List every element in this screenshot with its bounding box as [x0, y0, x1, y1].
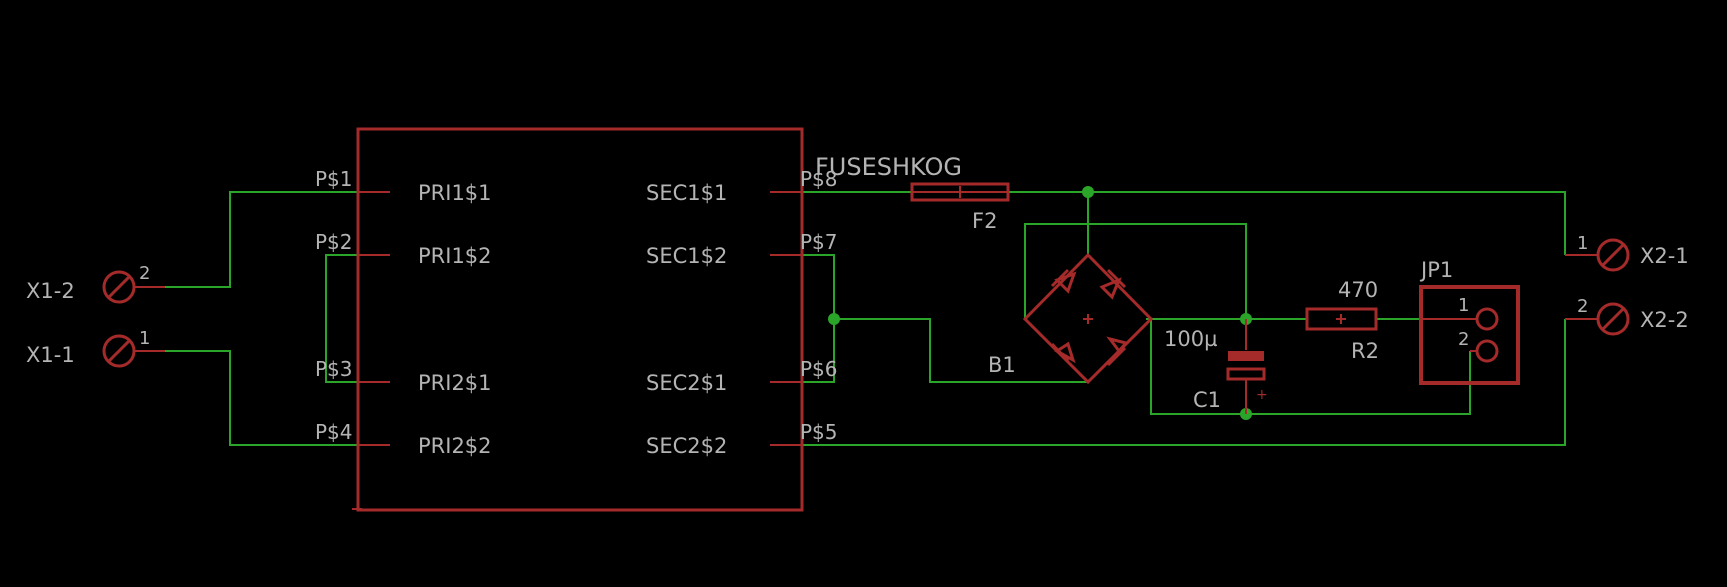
- screw-slot: [1600, 306, 1626, 332]
- pin-label: P$7: [800, 230, 838, 254]
- capacitor-plate: [1228, 351, 1264, 361]
- winding-label: PRI2$2: [418, 434, 492, 458]
- jumper-name: JP1: [1419, 258, 1453, 282]
- screw-slot: [106, 338, 132, 364]
- diode-icon: [1106, 336, 1129, 367]
- winding-label: SEC2$2: [646, 434, 727, 458]
- resistor-value: 470: [1338, 278, 1378, 302]
- pin-label: P$8: [800, 167, 838, 191]
- bridge-name: B1: [988, 353, 1016, 377]
- diode-icon: [1050, 341, 1076, 364]
- screw-terminal-icon: [1596, 238, 1630, 272]
- jumper-jp1[interactable]: JP1 1 2: [1419, 258, 1520, 385]
- net-bridge-left: [1024, 223, 1247, 319]
- net-x1-2: [165, 191, 390, 288]
- bridge-center-mark: [1083, 314, 1093, 324]
- bridge-rectifier-b1[interactable]: B1: [988, 252, 1154, 385]
- winding-label: SEC2$1: [646, 371, 727, 395]
- net-x1-1: [165, 350, 390, 446]
- pin-label: P$3: [315, 357, 353, 381]
- terminal-pin-number: 2: [1577, 296, 1588, 317]
- wires: [165, 191, 1566, 446]
- terminal-x2-1[interactable]: 1 X2-1: [1565, 233, 1689, 272]
- pin-label: P$5: [800, 420, 838, 444]
- terminal-pin-number: 1: [139, 328, 150, 349]
- capacitor-value: 100µ: [1164, 327, 1217, 351]
- capacitor-c1[interactable]: 100µ C1 +: [1164, 319, 1268, 414]
- fuse-name: F2: [972, 209, 997, 233]
- pin-label: P$1: [315, 167, 353, 191]
- net-center-tap-b: [834, 318, 1088, 383]
- winding-label: PRI1$2: [418, 244, 492, 268]
- terminal-pin-number: 2: [139, 263, 150, 284]
- winding-label: PRI1$1: [418, 181, 492, 205]
- terminal-x2-2[interactable]: 2 X2-2: [1565, 296, 1689, 336]
- jumper-pin-icon: [1475, 307, 1499, 331]
- fuse-f2[interactable]: FUSESHKOG F2: [815, 153, 1010, 233]
- capacitor-name: C1: [1193, 388, 1221, 412]
- terminal-label: X2-2: [1640, 308, 1689, 332]
- jumper-body: [1419, 285, 1520, 385]
- transformer[interactable]: P$1 P$2 P$3 P$4 PRI1$1 PRI1$2 PRI2$1 PRI…: [315, 127, 838, 512]
- net-fuse-out: [1008, 191, 1566, 255]
- resistor-body: [1305, 307, 1378, 331]
- jumper-pin-number: 2: [1458, 329, 1469, 350]
- terminal-label: X1-1: [26, 343, 75, 367]
- resistor-center-mark: [1336, 314, 1346, 324]
- jumper-pin-number: 1: [1458, 295, 1469, 316]
- junction-dot: [828, 313, 840, 325]
- terminal-label: X2-1: [1640, 244, 1689, 268]
- jumper-pin-icon: [1475, 339, 1499, 363]
- screw-slot: [1600, 242, 1626, 268]
- terminal-label: X1-2: [26, 279, 75, 303]
- capacitor-polarity: +: [1256, 387, 1268, 403]
- resistor-name: R2: [1351, 339, 1379, 363]
- terminal-x1-1[interactable]: X1-1 1: [26, 328, 165, 368]
- transformer-pin-leads: [352, 191, 802, 510]
- pin-label: P$6: [800, 357, 838, 381]
- junction-dot: [1082, 186, 1094, 198]
- diode-icon: [1050, 268, 1077, 294]
- screw-slot: [106, 274, 132, 300]
- terminal-pin-number: 1: [1577, 233, 1588, 254]
- net-sec2-2: [770, 319, 1566, 446]
- bridge-diamond: [1022, 252, 1154, 385]
- pin-label: P$2: [315, 230, 353, 254]
- resistor-r2[interactable]: 470 R2: [1305, 278, 1379, 363]
- winding-label: PRI2$1: [418, 371, 492, 395]
- screw-terminal-icon: [1596, 302, 1630, 336]
- transformer-body: [356, 127, 804, 512]
- pin-label: P$4: [315, 420, 353, 444]
- winding-label: SEC1$2: [646, 244, 727, 268]
- terminal-x1-2[interactable]: X1-2 2: [26, 263, 165, 304]
- winding-label: SEC1$1: [646, 181, 727, 205]
- capacitor-plate-hollow: [1226, 367, 1266, 381]
- diode-icon: [1099, 268, 1127, 300]
- fuse-value: FUSESHKOG: [815, 153, 962, 181]
